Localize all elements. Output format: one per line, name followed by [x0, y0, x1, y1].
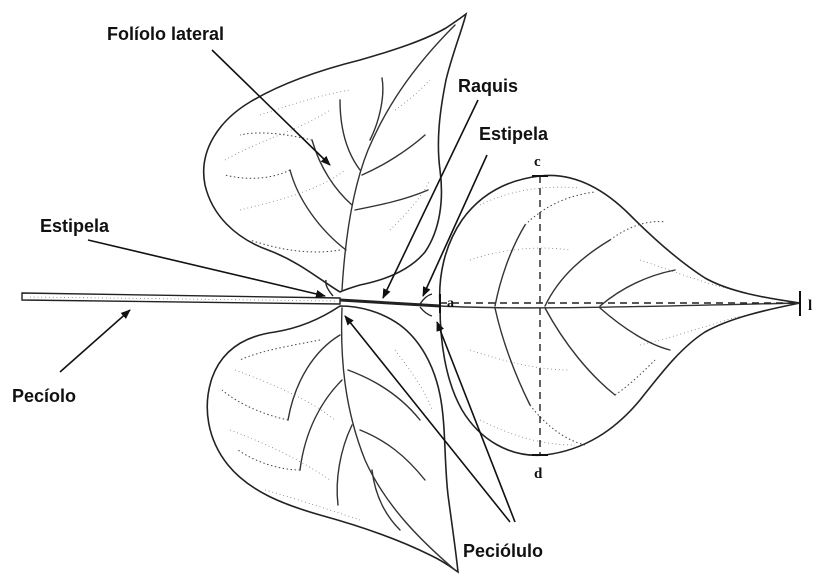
arrow-peciolo	[60, 310, 130, 372]
terminal-leaflet	[440, 175, 800, 455]
point-d-label: d	[534, 466, 543, 482]
lower-lateral-leaflet	[207, 306, 458, 572]
upper-lateral-leaflet	[204, 14, 466, 292]
label-peciolulo: Peciólulo	[463, 541, 543, 561]
point-b-label: l	[808, 298, 812, 314]
label-estipela-top: Estipela	[479, 124, 549, 144]
label-peciolo: Pecíolo	[12, 386, 76, 406]
label-raquis: Raquis	[458, 76, 518, 96]
point-c-label: c	[534, 154, 541, 170]
label-estipela-left: Estipela	[40, 216, 110, 236]
point-a-label: a	[447, 296, 454, 311]
rachis	[340, 300, 440, 306]
label-foliolo-lateral: Folíolo lateral	[107, 24, 224, 44]
petiole	[22, 293, 340, 304]
